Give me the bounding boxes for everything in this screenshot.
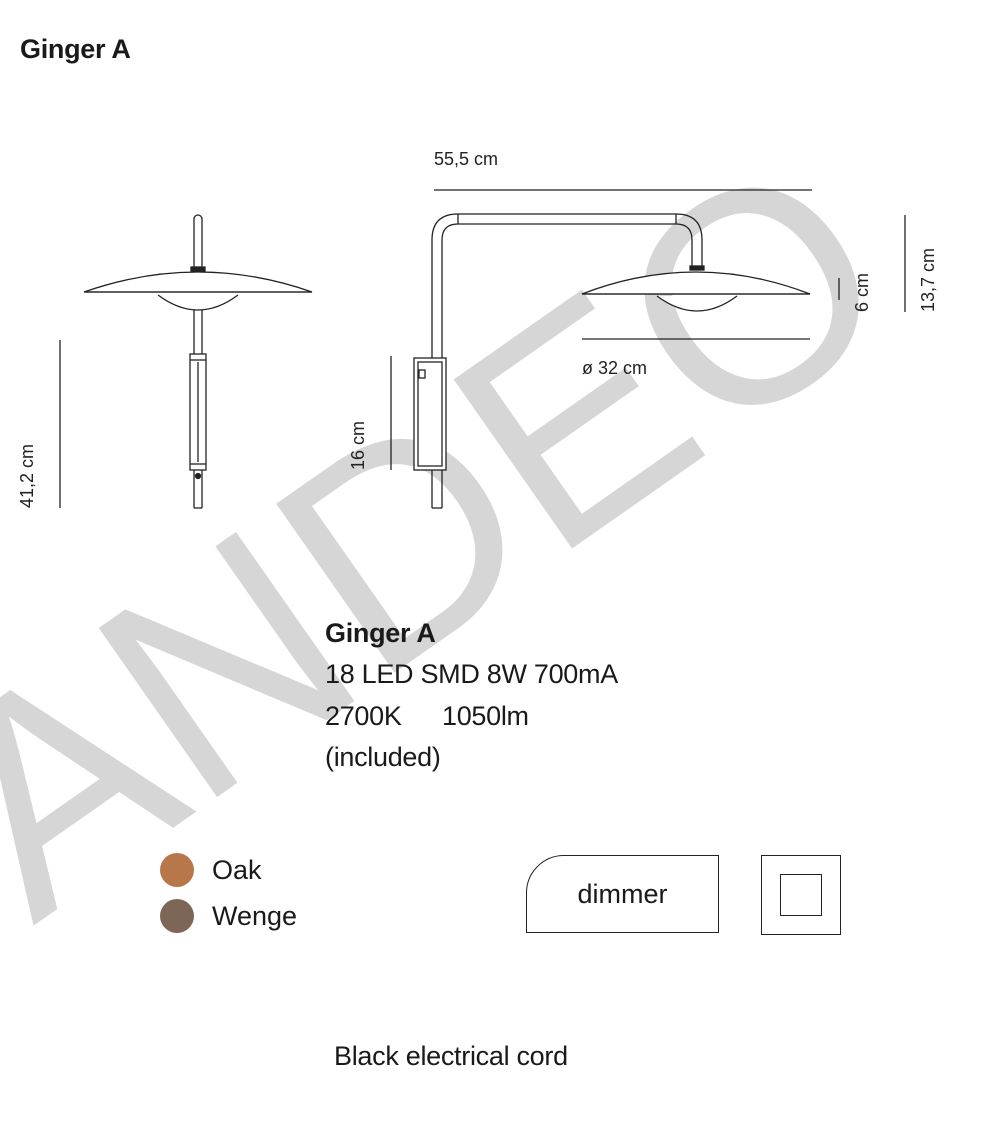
spec-note: (included): [325, 742, 441, 772]
finish-label: Wenge: [212, 900, 298, 931]
wenge-swatch: [160, 899, 194, 933]
spec-lumens: 1050lm: [441, 701, 529, 731]
oak-swatch: [160, 853, 194, 887]
dim-base-height: 16 cm: [348, 421, 368, 470]
spec-led: 18 LED SMD 8W 700mA: [325, 659, 618, 689]
spec-title: Ginger A: [325, 618, 436, 648]
side-view: [390, 189, 906, 509]
page-title: Ginger A: [20, 34, 131, 64]
dim-width-arm: 55,5 cm: [434, 149, 498, 169]
double-square-icon: [761, 855, 841, 935]
dim-diameter: ø 32 cm: [582, 358, 647, 378]
finish-oak: Oak: [160, 852, 262, 888]
front-view: [59, 214, 313, 509]
dim-head-height: 13,7 cm: [918, 248, 938, 312]
dimmer-label: dimmer: [577, 878, 668, 909]
inner-square: [780, 874, 822, 916]
spec-temperature: 2700K: [325, 701, 402, 731]
dim-front-height: 41,2 cm: [17, 444, 37, 508]
finish-wenge: Wenge: [160, 898, 297, 934]
finish-label: Oak: [212, 854, 262, 885]
dim-shade-height: 6 cm: [852, 273, 872, 312]
cord-note: Black electrical cord: [334, 1041, 568, 1071]
spec-light: 2700K 1050lm: [325, 696, 529, 737]
dimmer-badge: dimmer: [526, 855, 719, 933]
